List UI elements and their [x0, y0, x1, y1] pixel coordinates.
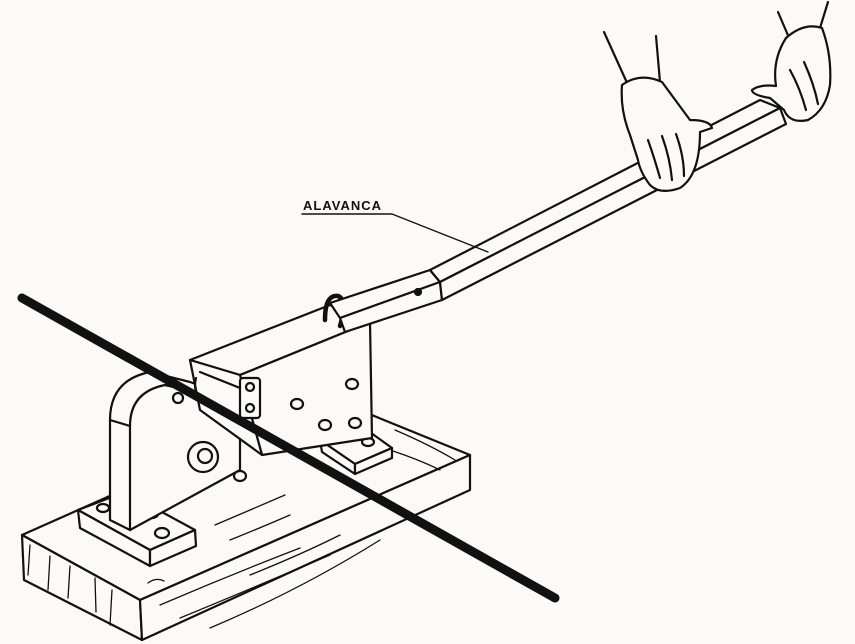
steel-bar [17, 293, 560, 603]
pivot-bolt-outer [186, 440, 220, 474]
left-hand-illustration [602, 30, 714, 192]
pivot-bolt-inner [196, 447, 214, 465]
right-hand-illustration [750, 0, 832, 122]
lever-label: ALAVANCA [303, 198, 382, 213]
lever-callout [301, 213, 489, 253]
